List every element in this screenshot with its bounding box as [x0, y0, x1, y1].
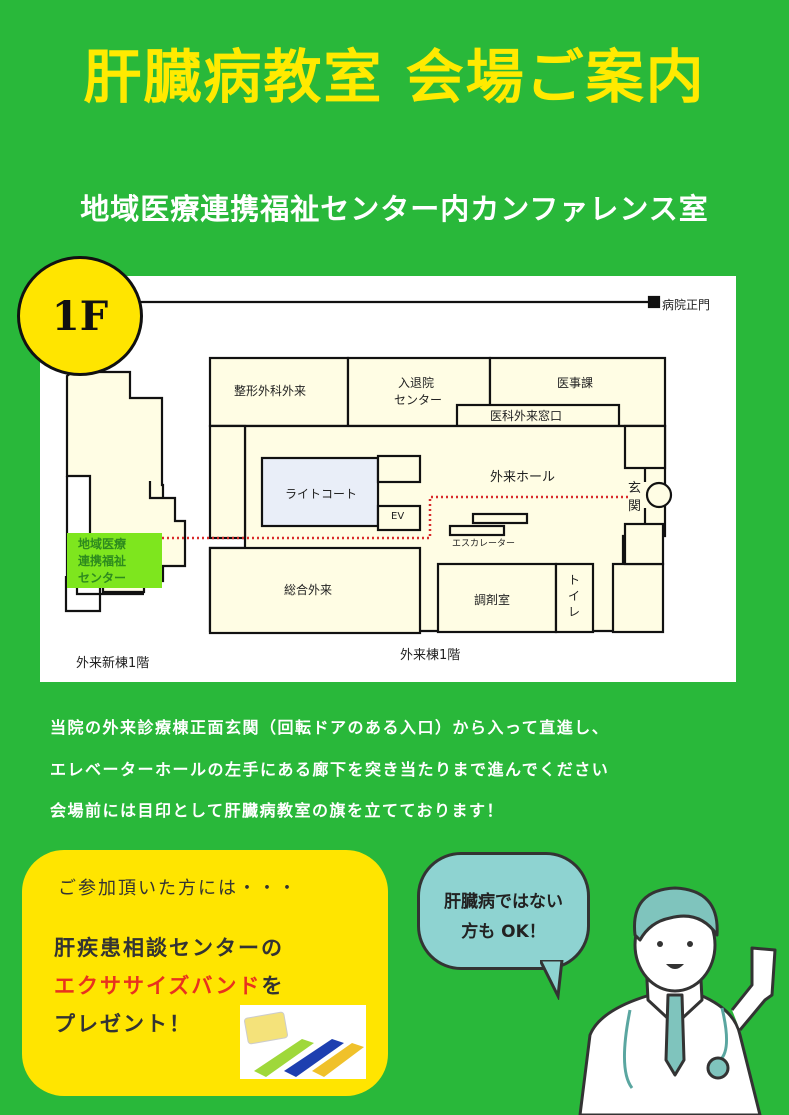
doctor-illustration — [578, 886, 777, 1115]
floor-plan-drawing — [64, 295, 673, 635]
bubble-line-1: 肝臓病ではない — [444, 892, 563, 912]
gift-box: ご参加頂いた方には・・・ 肝疾患相談センターの エクササイズバンドを プレゼント… — [22, 850, 388, 1096]
floor-badge: 1F — [17, 256, 143, 376]
outpatient-wing-label: 外来棟1階 — [400, 648, 461, 663]
room-medical-affairs: 医事課 — [557, 376, 594, 390]
directions-line-1: 当院の外来診療棟正面玄関（回転ドアのある入口）から入って直進し、 — [50, 718, 610, 737]
gift-line-3: プレゼント！ — [54, 1012, 192, 1036]
directions-line-2: エレベーターホールの左手にある廊下を突き当たりまで進んでください — [50, 760, 610, 779]
venue-label-3: センター — [78, 571, 127, 585]
floor-map: 病院正門 整形外科外来 入退院 センター 医事課 医科外来窓口 外来ホール ライ… — [40, 276, 736, 682]
gift-suffix: を — [261, 974, 285, 998]
exercise-band-image — [240, 1005, 366, 1079]
gift-line-2: エクササイズバンドを — [54, 970, 284, 1000]
directions-line-3: 会場前には目印として肝臓病教室の旗を立てております！ — [50, 801, 505, 820]
entrance-label-1: 玄 — [628, 481, 642, 496]
room-ev: EV — [391, 511, 405, 522]
venue-label-2: 連携福祉 — [78, 554, 127, 568]
speech-bubble: 肝臓病ではない 方も OK！ — [417, 852, 590, 970]
venue-label-1: 地域医療 — [78, 537, 127, 551]
gift-line-1: 肝疾患相談センターの — [54, 936, 284, 960]
gift-highlight: エクササイズバンド — [54, 974, 262, 998]
venue-subtitle: 地域医療連携福祉センター内カンファレンス室 — [80, 192, 709, 226]
room-pharmacy: 調剤室 — [474, 593, 511, 607]
room-light-court: ライトコート — [285, 487, 358, 501]
room-outpatient-hall: 外来ホール — [490, 470, 556, 485]
page-title: 肝臓病教室 会場ご案内 — [83, 43, 706, 111]
bubble-tail — [540, 960, 564, 1000]
room-orthopedics: 整形外科外来 — [234, 384, 307, 398]
room-escalator: エスカレーター — [452, 539, 516, 549]
bubble-line-2: 方も OK！ — [461, 922, 546, 942]
new-wing-label: 外来新棟1階 — [76, 656, 150, 671]
room-toilet: トイレ — [568, 573, 581, 619]
room-admission-1: 入退院 — [398, 376, 435, 390]
room-general-outpatient: 総合外来 — [284, 583, 333, 597]
room-outpatient-window: 医科外来窓口 — [490, 409, 563, 423]
venue-highlight — [67, 533, 162, 588]
room-admission-2: センター — [394, 393, 443, 407]
gift-intro: ご参加頂いた方には・・・ — [58, 878, 298, 899]
entrance-label-2: 関 — [628, 499, 642, 514]
main-gate-label: 病院正門 — [662, 298, 711, 312]
